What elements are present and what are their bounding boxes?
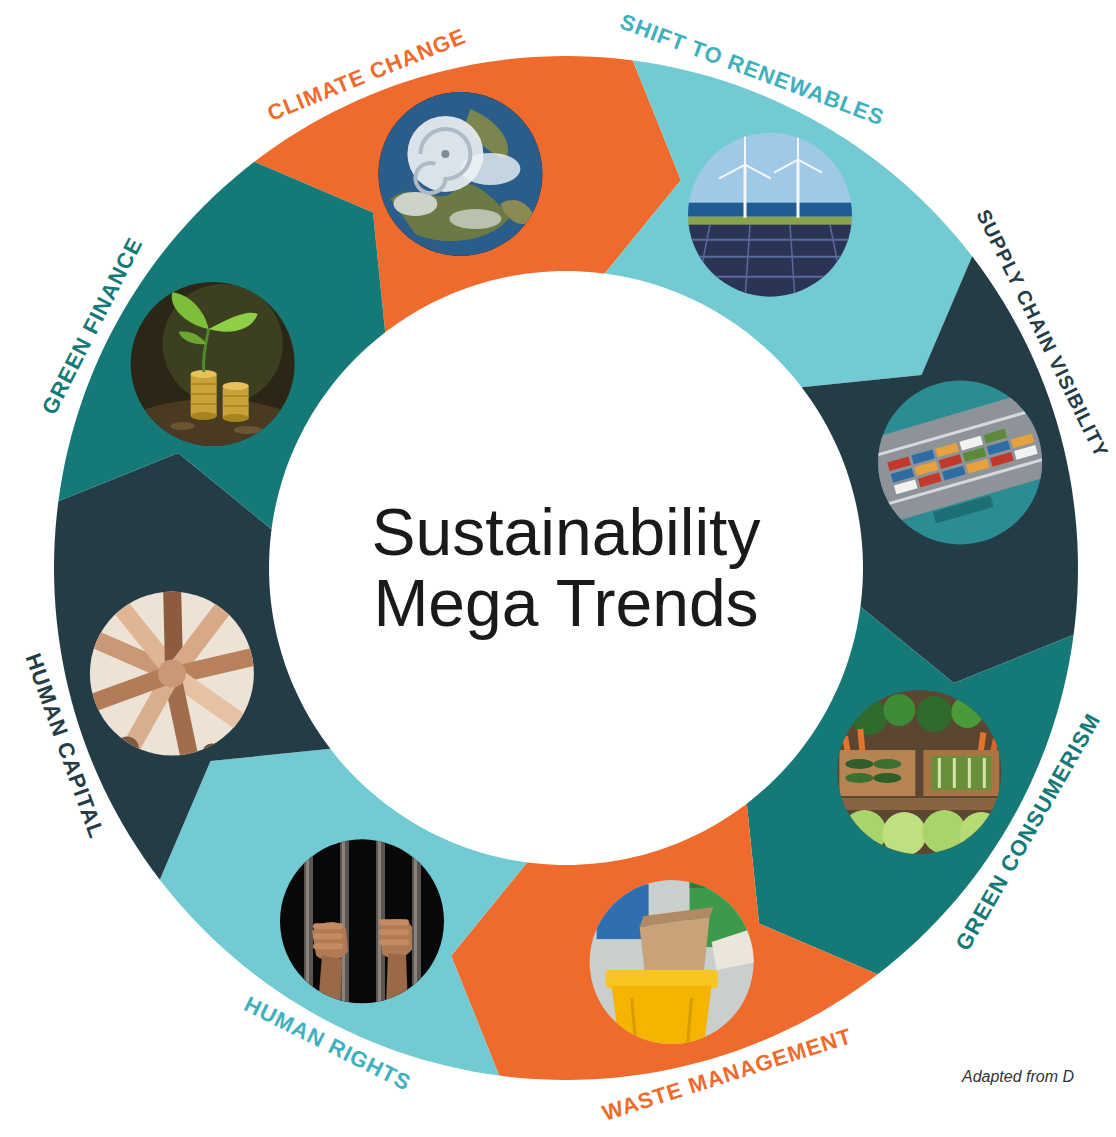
segment-shape [159, 748, 528, 1076]
source-note: Adapted from D [962, 1068, 1074, 1086]
trend-segment: GREEN FINANCE [58, 161, 386, 530]
trend-segment: WASTE MANAGEMENT [451, 803, 878, 1080]
trend-photo [834, 687, 1004, 857]
segment-shape [604, 60, 973, 388]
chevron-segment [160, 749, 527, 1076]
trend-photo [875, 377, 1045, 547]
segment-shape [58, 161, 386, 530]
trend-photo [685, 130, 855, 300]
segment-shape [746, 606, 1074, 975]
trend-photo [375, 89, 545, 259]
trend-photo [77, 579, 267, 769]
trend-photo [277, 836, 447, 1006]
trend-segment: HUMAN RIGHTS [159, 748, 528, 1076]
trend-photo [118, 279, 308, 469]
trend-segment: HUMAN CAPITAL [54, 453, 331, 880]
trend-photo [587, 877, 757, 1047]
trend-segment: SUPPLY CHAIN VISIBILITY [801, 256, 1078, 683]
chevron-segment [605, 60, 972, 387]
center-title: Sustainability Mega Trends [306, 497, 826, 640]
center-circle: Sustainability Mega Trends [269, 271, 863, 865]
trend-segment: GREEN CONSUMERISM [746, 606, 1074, 975]
trend-segment: SHIFT TO RENEWABLES [604, 60, 973, 388]
chevron-segment [58, 162, 385, 529]
chevron-segment [747, 607, 1074, 974]
